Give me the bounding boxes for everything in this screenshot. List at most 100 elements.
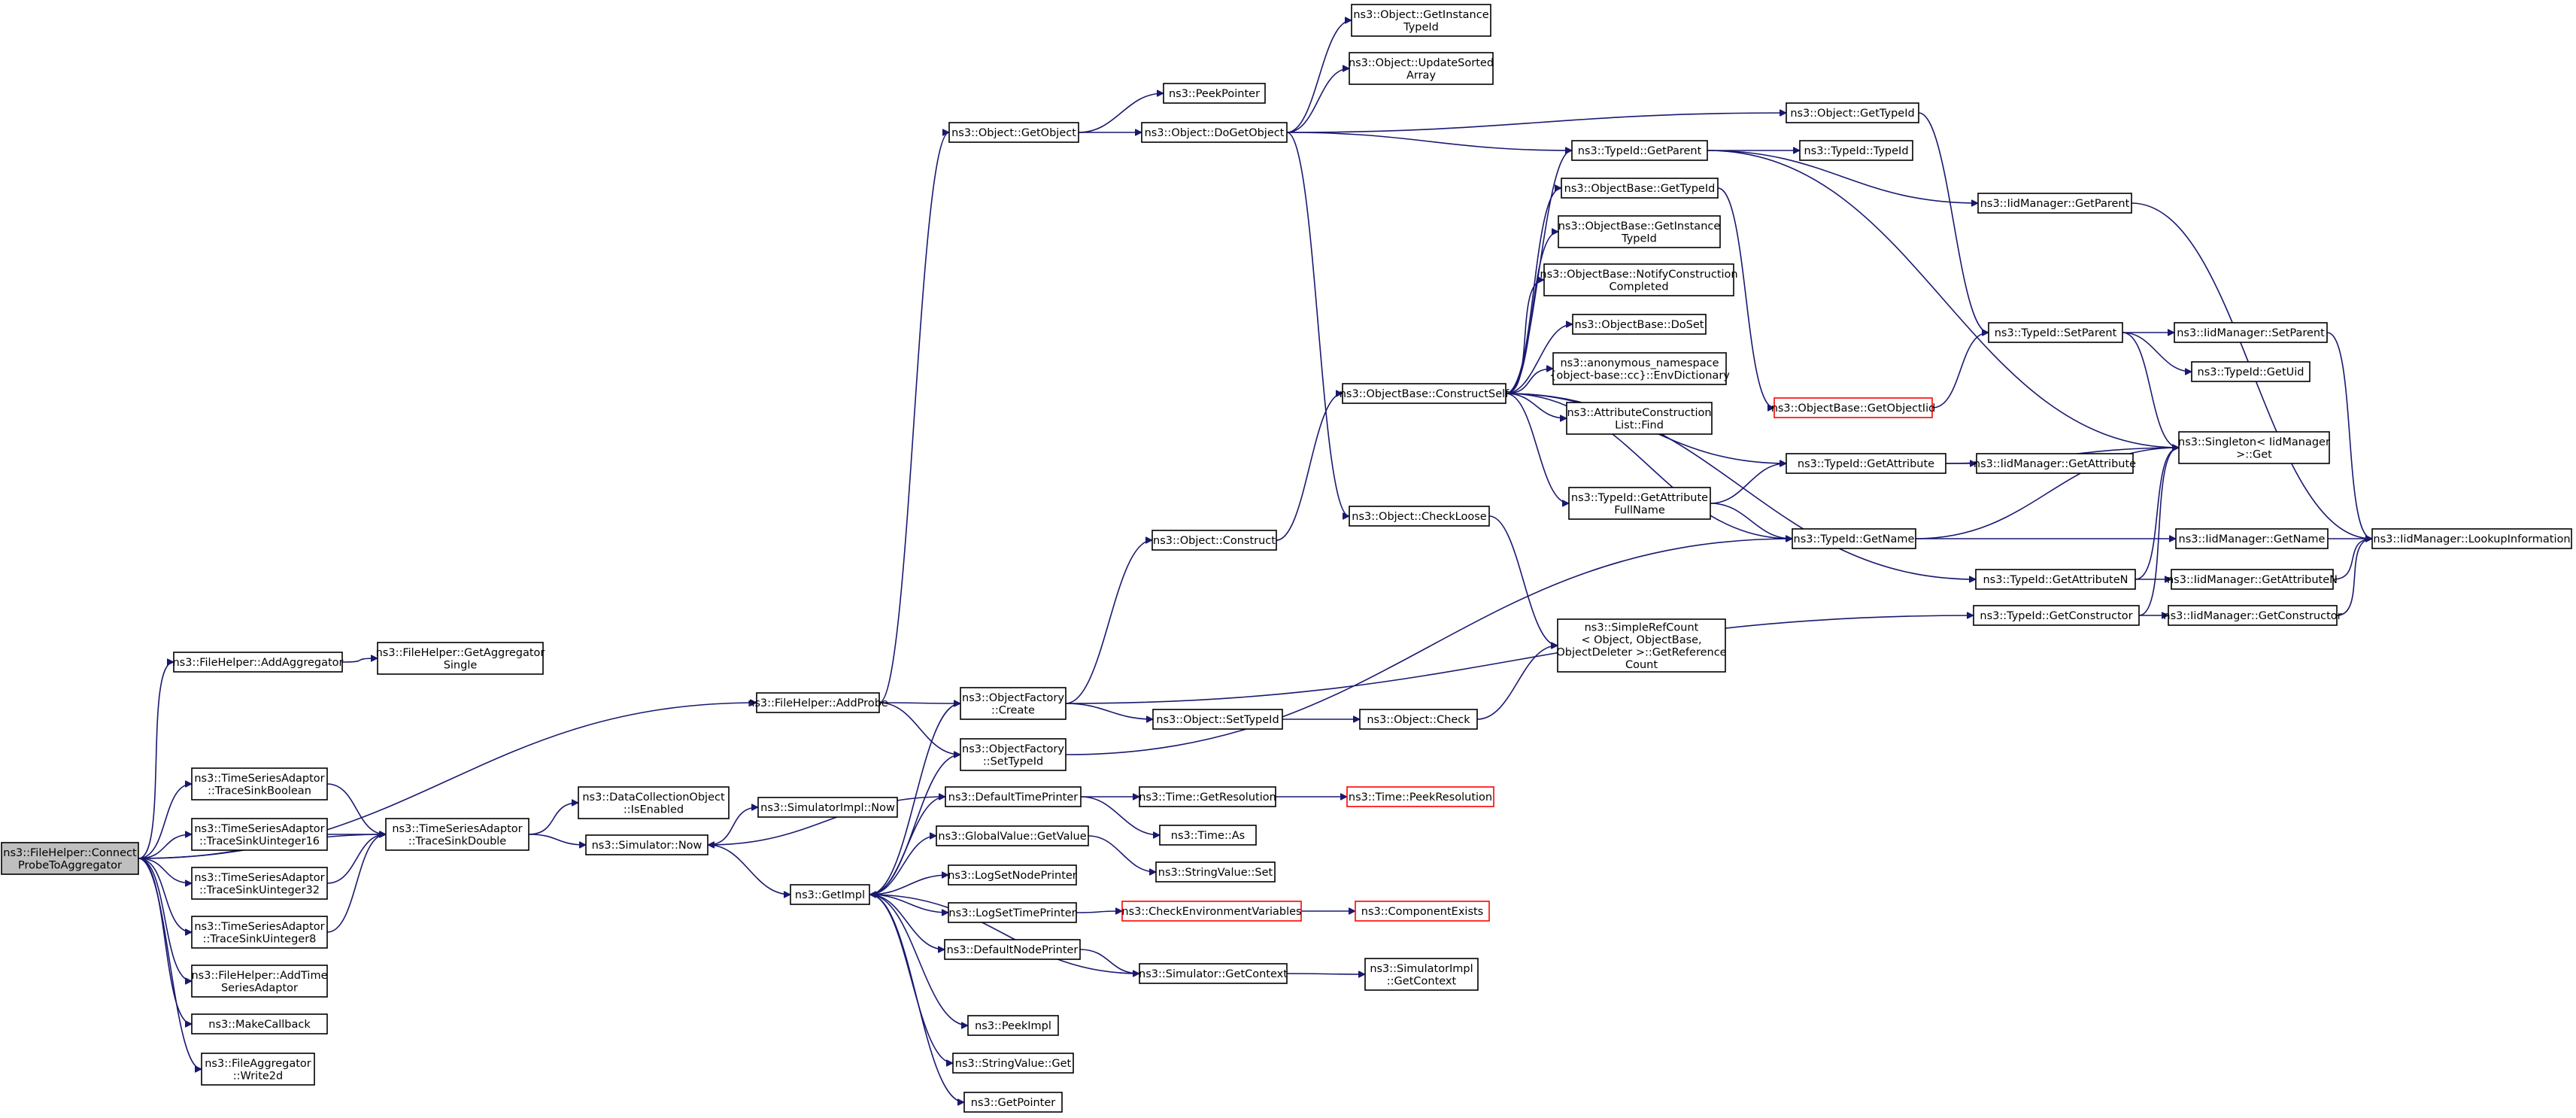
edge-ob_constructself-to-anon_envdict <box>1505 369 1553 394</box>
node-time_as[interactable]: ns3::Time::As <box>1159 825 1257 846</box>
node-iidm_lookup[interactable]: ns3::IidManager::LookupInformation <box>2371 528 2572 549</box>
node-label: ObjectDeleter >::GetReference <box>1556 646 1726 658</box>
node-label: SeriesAdaptor <box>221 982 298 994</box>
node-label: ns3::ObjectBase::NotifyConstruction <box>1540 269 1737 281</box>
node-peekimpl[interactable]: ns3::PeekImpl <box>967 1015 1059 1036</box>
edge-obj_check-to-simplerefcount <box>1476 646 1558 720</box>
node-label: ns3::Object::UpdateSorted <box>1349 57 1494 69</box>
node-box <box>1973 605 2140 626</box>
node-fh_addprobe[interactable]: ns3::FileHelper::AddProbe <box>748 692 888 713</box>
node-makecallback[interactable]: ns3::MakeCallback <box>191 1013 328 1034</box>
node-ob_constructself[interactable]: ns3::ObjectBase::ConstructSelf <box>1340 383 1509 404</box>
node-label: ns3::GetPointer <box>971 1097 1056 1109</box>
node-tsa_u16[interactable]: ns3::TimeSeriesAdaptor::TraceSinkUintege… <box>191 818 328 851</box>
node-tid_setparent[interactable]: ns3::TypeId::SetParent <box>1988 322 2123 343</box>
node-tsa_double[interactable]: ns3::TimeSeriesAdaptor::TraceSinkDouble <box>385 818 529 851</box>
edge-tsa_bool-to-tsa_double <box>326 783 386 834</box>
node-simplerefcount[interactable]: ns3::SimpleRefCount< Object, ObjectBase,… <box>1556 618 1727 673</box>
edge-tid_getattrfullname-to-tid_getname <box>1710 503 1792 539</box>
node-tid_getuid[interactable]: ns3::TypeId::GetUid <box>2191 361 2311 382</box>
node-label: ::GetContext <box>1387 975 1457 987</box>
node-ob_notify[interactable]: ns3::ObjectBase::NotifyConstructionCompl… <box>1540 263 1738 296</box>
node-obj_dogetobject[interactable]: ns3::Object::DoGetObject <box>1141 122 1288 143</box>
node-componentexists[interactable]: ns3::ComponentExists <box>1355 901 1490 922</box>
edge-fh_addprobe-to-obj_getobject <box>878 132 950 703</box>
node-label: ns3::LogSetNodePrinter <box>948 870 1077 882</box>
node-label: < Object, ObjectBase, <box>1581 634 1701 646</box>
edge-tid_getparent-to-singleton_get <box>1707 150 2179 448</box>
node-checkenvvars[interactable]: ns3::CheckEnvironmentVariables <box>1121 901 1302 922</box>
node-peekpointer[interactable]: ns3::PeekPointer <box>1163 83 1266 104</box>
node-iidm_getname[interactable]: ns3::IidManager::GetName <box>2175 528 2329 549</box>
node-label: ns3::TypeId::GetUid <box>2198 366 2304 378</box>
edge-getimpl-to-sv_get <box>869 894 954 1063</box>
node-label: ns3::TypeId::TypeId <box>1804 145 1908 157</box>
node-defaulttimeprinter[interactable]: ns3::DefaultTimePrinter <box>945 786 1082 807</box>
edge-root-to-fa_write2d <box>138 858 202 1069</box>
node-obj_settypeid[interactable]: ns3::Object::SetTypeId <box>1152 709 1283 730</box>
node-obj_getobject[interactable]: ns3::Object::GetObject <box>948 122 1079 143</box>
node-simimpl_now[interactable]: ns3::SimulatorImpl::Now <box>757 797 898 818</box>
node-obj_checkloose[interactable]: ns3::Object::CheckLoose <box>1349 506 1490 527</box>
node-iidm_getparent[interactable]: ns3::IidManager::GetParent <box>1977 193 2132 214</box>
node-fh_addagg[interactable]: ns3::FileHelper::AddAggregator <box>172 652 344 673</box>
node-tsa_bool[interactable]: ns3::TimeSeriesAdaptor::TraceSinkBoolean <box>191 767 328 801</box>
node-fa_write2d[interactable]: ns3::FileAggregator::Write2d <box>201 1053 315 1086</box>
node-obj_construct[interactable]: ns3::Object::Construct <box>1151 530 1277 551</box>
node-box <box>191 767 328 801</box>
node-root[interactable]: ns3::FileHelper::ConnectProbeToAggregato… <box>1 842 139 875</box>
node-sv_set[interactable]: ns3::StringValue::Set <box>1155 861 1276 883</box>
node-sim_getcontext[interactable]: ns3::Simulator::GetContext <box>1139 963 1288 984</box>
node-simimpl_getcontext[interactable]: ns3::SimulatorImpl::GetContext <box>1364 958 1479 991</box>
node-time_getres[interactable]: ns3::Time::GetResolution <box>1139 786 1276 807</box>
node-iidm_setparent[interactable]: ns3::IidManager::SetParent <box>2174 322 2328 343</box>
node-label: ns3::CheckEnvironmentVariables <box>1121 906 1301 918</box>
node-box <box>191 916 328 949</box>
edge-ob_getobjectiid-to-tid_setparent <box>1931 333 1989 409</box>
edge-tid_setparent-to-singleton_get <box>2122 332 2180 448</box>
node-getimpl[interactable]: ns3::GetImpl <box>790 884 870 905</box>
node-obj_gettypeid[interactable]: ns3::Object::GetTypeId <box>1786 102 1919 123</box>
edge-tsa_double-to-dco_isenabled <box>528 803 578 835</box>
node-label: ns3::GlobalValue::GetValue <box>938 831 1086 843</box>
node-label: ns3::ObjectBase::GetTypeId <box>1564 183 1716 195</box>
node-dco_isenabled[interactable]: ns3::DataCollectionObject::IsEnabled <box>578 786 730 819</box>
node-singleton_get[interactable]: ns3::Singleton< IidManager>::Get <box>2178 431 2330 464</box>
node-tid_getparent[interactable]: ns3::TypeId::GetParent <box>1571 140 1708 161</box>
node-gv_getvalue[interactable]: ns3::GlobalValue::GetValue <box>936 825 1089 846</box>
node-tid_getattribute[interactable]: ns3::TypeId::GetAttribute <box>1786 453 1946 474</box>
node-ob_gettypeid[interactable]: ns3::ObjectBase::GetTypeId <box>1561 178 1719 199</box>
node-logsetnodeprinter[interactable]: ns3::LogSetNodePrinter <box>948 864 1077 886</box>
node-tid_getconstructor[interactable]: ns3::TypeId::GetConstructor <box>1973 605 2140 626</box>
edge-of_create-to-tid_getconstructor <box>1065 615 1974 704</box>
node-sim_now[interactable]: ns3::Simulator::Now <box>585 834 708 855</box>
node-anon_envdict[interactable]: ns3::anonymous_namespace{object-base::cc… <box>1549 352 1730 385</box>
node-of_settypeid[interactable]: ns3::ObjectFactory::SetTypeId <box>960 738 1067 771</box>
node-time_peekres[interactable]: ns3::Time::PeekResolution <box>1346 786 1494 807</box>
node-logsettimeprinter[interactable]: ns3::LogSetTimePrinter <box>948 902 1077 923</box>
node-sv_get[interactable]: ns3::StringValue::Get <box>952 1053 1074 1074</box>
node-iidm_getattrn[interactable]: ns3::IidManager::GetAttributeN <box>2167 569 2338 590</box>
node-tid_getattrn[interactable]: ns3::TypeId::GetAttributeN <box>1975 569 2136 590</box>
node-iidm_getconstructor[interactable]: ns3::IidManager::GetConstructor <box>2163 605 2342 626</box>
node-label: ns3::TypeId::GetAttribute <box>1571 492 1708 504</box>
node-of_create[interactable]: ns3::ObjectFactory::Create <box>960 687 1067 720</box>
node-defaultnodeprinter[interactable]: ns3::DefaultNodePrinter <box>944 939 1081 960</box>
node-tsa_u32[interactable]: ns3::TimeSeriesAdaptor::TraceSinkUintege… <box>191 867 328 900</box>
node-tid_getname[interactable]: ns3::TypeId::GetName <box>1792 528 1916 549</box>
node-ob_getobjectiid[interactable]: ns3::ObjectBase::GetObjectIid <box>1771 397 1936 418</box>
node-tid_typeid[interactable]: ns3::TypeId::TypeId <box>1799 140 1913 161</box>
node-getpointer[interactable]: ns3::GetPointer <box>963 1092 1063 1113</box>
node-ob_doset[interactable]: ns3::ObjectBase::DoSet <box>1572 314 1707 335</box>
node-box <box>757 797 898 818</box>
node-tsa_u8[interactable]: ns3::TimeSeriesAdaptor::TraceSinkUintege… <box>191 916 328 949</box>
node-obj_check[interactable]: ns3::Object::Check <box>1359 709 1478 730</box>
node-iidm_getattribute[interactable]: ns3::IidManager::GetAttribute <box>1974 453 2136 474</box>
